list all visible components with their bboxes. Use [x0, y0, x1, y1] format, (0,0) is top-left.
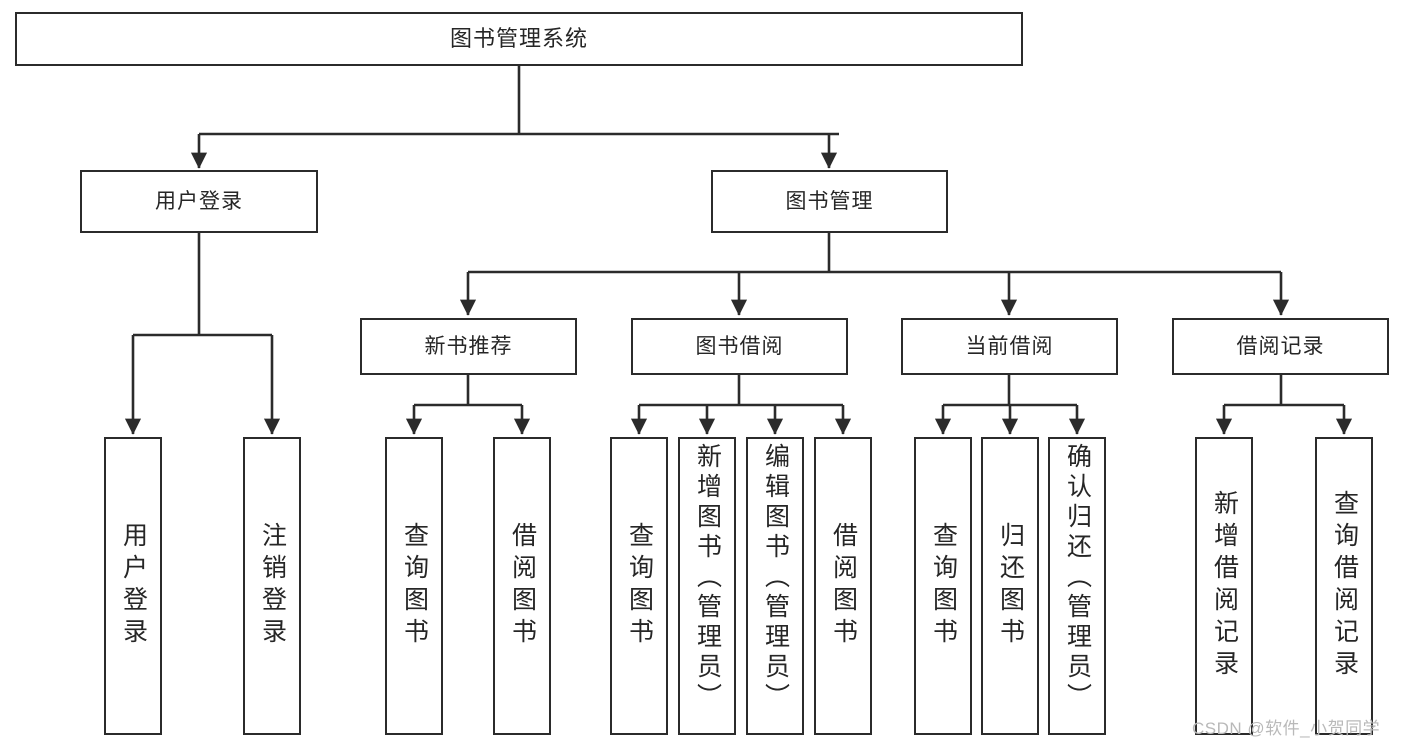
node-label: 图书管理	[785, 190, 874, 213]
node-current-borrow[interactable]: 当前借阅	[901, 318, 1118, 375]
node-leaf-return-book[interactable]: 归还图书	[981, 437, 1039, 735]
watermark-text: CSDN @软件_小贺同学	[1192, 719, 1381, 738]
node-leaf-edit-book[interactable]: 编辑图书（管理员）	[746, 437, 804, 735]
node-leaf-add-book[interactable]: 新增图书（管理员）	[678, 437, 736, 735]
node-label: 确认归还（管理员）	[1063, 443, 1092, 713]
node-label: 当前借阅	[965, 335, 1054, 358]
node-label: 用户登录	[155, 190, 243, 213]
node-leaf-borrow-book-1[interactable]: 借阅图书	[493, 437, 551, 735]
node-label: 图书管理系统	[449, 26, 588, 51]
node-label: 查询图书	[400, 522, 429, 650]
node-label: 借阅图书	[829, 522, 858, 650]
node-leaf-query-book-2[interactable]: 查询图书	[610, 437, 668, 735]
node-leaf-borrow-book-2[interactable]: 借阅图书	[814, 437, 872, 735]
node-label: 新增图书（管理员）	[693, 443, 722, 713]
node-label: 归还图书	[996, 522, 1025, 650]
node-leaf-query-book-1[interactable]: 查询图书	[385, 437, 443, 735]
node-leaf-query-record[interactable]: 查询借阅记录	[1315, 437, 1373, 735]
node-leaf-logout-login[interactable]: 注销登录	[243, 437, 301, 735]
node-book-manage[interactable]: 图书管理	[711, 170, 948, 233]
node-label: 图书借阅	[695, 335, 784, 358]
node-root-system[interactable]: 图书管理系统	[15, 12, 1023, 66]
node-label: 查询图书	[625, 522, 654, 650]
node-label: 新书推荐	[424, 335, 513, 358]
node-label: 借阅记录	[1236, 335, 1325, 358]
node-label: 查询借阅记录	[1330, 490, 1359, 682]
node-book-borrow[interactable]: 图书借阅	[631, 318, 848, 375]
node-label: 新增借阅记录	[1210, 490, 1239, 682]
node-leaf-add-record[interactable]: 新增借阅记录	[1195, 437, 1253, 735]
node-label: 查询图书	[929, 522, 958, 650]
node-label: 用户登录	[119, 522, 148, 650]
node-label: 借阅图书	[508, 522, 537, 650]
node-leaf-confirm-return[interactable]: 确认归还（管理员）	[1048, 437, 1106, 735]
node-label: 编辑图书（管理员）	[761, 443, 790, 713]
node-leaf-user-login[interactable]: 用户登录	[104, 437, 162, 735]
node-user-login[interactable]: 用户登录	[80, 170, 318, 233]
node-borrow-record[interactable]: 借阅记录	[1172, 318, 1389, 375]
node-leaf-query-book-3[interactable]: 查询图书	[914, 437, 972, 735]
node-new-book-recommend[interactable]: 新书推荐	[360, 318, 577, 375]
node-label: 注销登录	[258, 522, 287, 650]
